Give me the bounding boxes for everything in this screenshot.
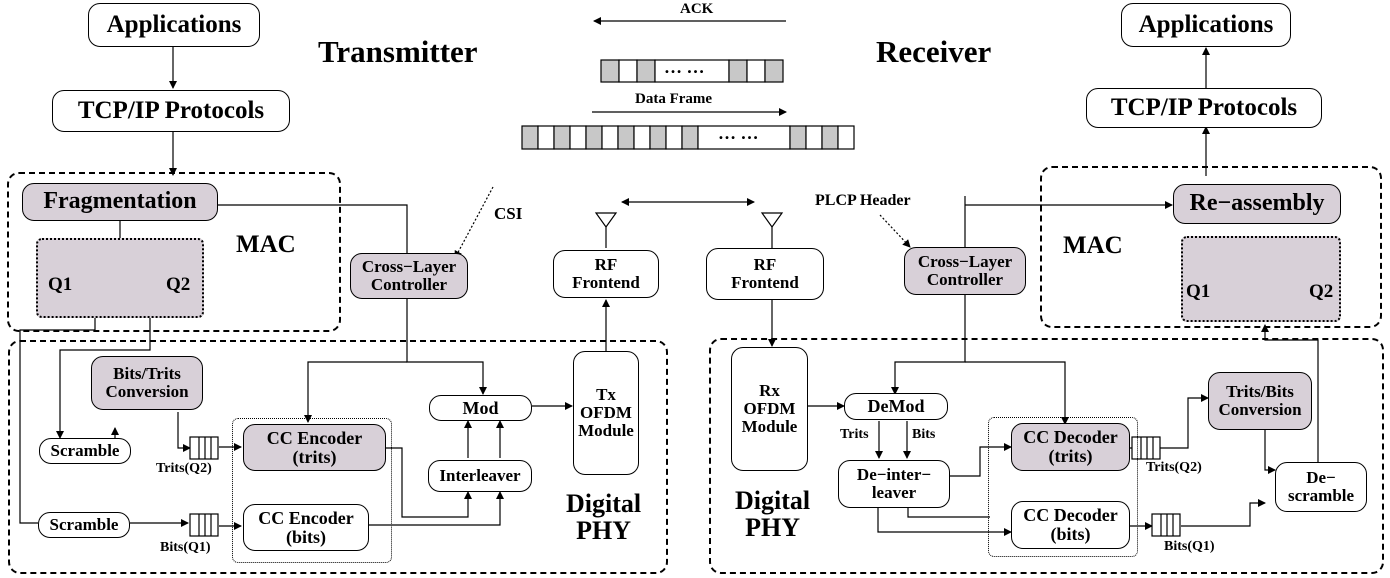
- tx-ofdm-module: Tx OFDM Module: [573, 351, 639, 475]
- ack-frame-dots: … …: [664, 57, 705, 77]
- rx-tcpip-protocols: TCP/IP Protocols: [1086, 88, 1322, 128]
- rx-digital-phy-label: Digital PHY: [735, 486, 811, 543]
- rx-trits-label: Trits: [840, 427, 869, 442]
- tx-digital-phy-label: Digital PHY: [566, 489, 642, 546]
- rx-mac-label: MAC: [1063, 232, 1123, 259]
- rx-trits-q2-label: Trits(Q2): [1146, 460, 1202, 475]
- rx-mac-region: [1040, 166, 1382, 328]
- rx-reassembly: Re−assembly: [1173, 184, 1341, 224]
- plcp-header-label: PLCP Header: [815, 192, 911, 209]
- tx-applications: Applications: [88, 3, 260, 47]
- rx-cc-decoder-trits: CC Decoder (trits): [1011, 423, 1130, 471]
- tx-scramble-top: Scramble: [39, 438, 131, 464]
- rx-cc-decoder-group: [988, 417, 1138, 557]
- rx-deinterleaver: De−inter− leaver: [838, 460, 950, 508]
- tx-bits-q1-label: Bits(Q1): [160, 540, 211, 555]
- rx-applications: Applications: [1121, 3, 1291, 47]
- rx-cc-decoder-bits: CC Decoder (bits): [1011, 501, 1130, 549]
- rx-q1-label: Q1: [1186, 281, 1211, 302]
- tx-mac-region: [7, 172, 341, 332]
- rx-rf-frontend: RF Frontend: [706, 248, 824, 300]
- data-frame: [521, 125, 855, 150]
- tx-bits-trits-conversion: Bits/Trits Conversion: [91, 356, 203, 410]
- receiver-title: Receiver: [876, 34, 992, 69]
- csi-label: CSI: [494, 204, 523, 223]
- tx-q2-label: Q2: [166, 274, 191, 295]
- data-frame-label: Data Frame: [635, 91, 713, 107]
- tx-rf-frontend: RF Frontend: [553, 250, 659, 298]
- transmitter-title: Transmitter: [318, 34, 478, 69]
- rx-descramble: De− scramble: [1275, 462, 1367, 512]
- rx-demod: DeMod: [844, 393, 948, 420]
- tx-q1-label: Q1: [48, 274, 73, 295]
- rx-bits-q1-label: Bits(Q1): [1164, 539, 1215, 554]
- tx-cc-encoder-group: [232, 418, 392, 563]
- rx-ofdm-module: Rx OFDM Module: [731, 347, 808, 471]
- rx-cross-layer-controller: Cross−Layer Controller: [904, 247, 1026, 295]
- data-frame-dots: … …: [718, 123, 759, 143]
- rx-trits-bits-conversion: Trits/Bits Conversion: [1208, 372, 1312, 430]
- rx-queue-region: [1181, 236, 1341, 322]
- tx-trits-q2-label: Trits(Q2): [156, 461, 212, 476]
- tx-mac-label: MAC: [236, 231, 296, 258]
- tx-scramble-bottom: Scramble: [38, 512, 130, 538]
- tx-cross-layer-controller: Cross−Layer Controller: [350, 253, 468, 299]
- tx-cc-encoder-trits: CC Encoder (trits): [243, 424, 386, 471]
- ack-label: ACK: [680, 1, 714, 17]
- tx-fragmentation: Fragmentation: [22, 183, 218, 221]
- tx-cc-encoder-bits: CC Encoder (bits): [243, 504, 369, 551]
- rx-bits-label: Bits: [912, 427, 936, 442]
- tx-tcpip-protocols: TCP/IP Protocols: [52, 90, 290, 132]
- rx-q2-label: Q2: [1309, 281, 1334, 302]
- tx-interleaver: Interleaver: [428, 460, 532, 492]
- tx-phy-region: [8, 340, 668, 574]
- tx-mod: Mod: [429, 395, 532, 421]
- tx-queue-region: [36, 238, 204, 318]
- ack-frame: [600, 59, 784, 83]
- rx-phy-region: [709, 338, 1384, 574]
